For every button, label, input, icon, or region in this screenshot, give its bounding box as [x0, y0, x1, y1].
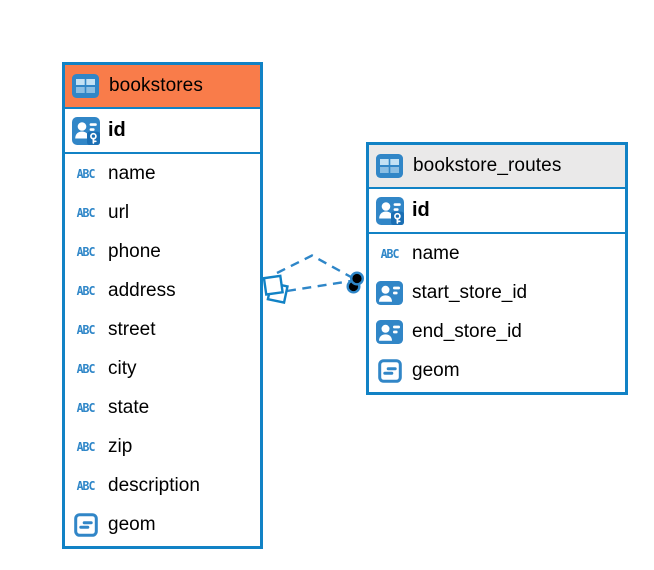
- text-type-icon: ABC: [76, 361, 96, 376]
- column-row-id[interactable]: id: [369, 189, 625, 234]
- column-row-url[interactable]: ABC url: [65, 193, 260, 232]
- column-name: street: [108, 318, 156, 340]
- table-icon: [375, 154, 404, 178]
- text-type-icon: ABC: [76, 400, 96, 415]
- column-name: name: [412, 242, 460, 264]
- column-row-name[interactable]: ABC name: [65, 154, 260, 193]
- column-row-phone[interactable]: ABC phone: [65, 232, 260, 271]
- column-name: city: [108, 357, 137, 379]
- column-name: id: [108, 119, 126, 141]
- column-row-zip[interactable]: ABC zip: [65, 427, 260, 466]
- table-header-bookstores[interactable]: bookstores: [65, 65, 260, 109]
- column-row-description[interactable]: ABC description: [65, 466, 260, 505]
- text-type-icon: ABC: [76, 166, 96, 181]
- geometry-type-icon: [375, 358, 404, 383]
- column-row-start_store_id[interactable]: start_store_id: [369, 273, 625, 312]
- column-name: address: [108, 279, 176, 301]
- text-type-icon: ABC: [76, 205, 96, 220]
- relation-source-marker[interactable]: [262, 274, 289, 305]
- text-type-icon: ABC: [76, 283, 96, 298]
- column-name: start_store_id: [412, 281, 528, 303]
- column-name: description: [108, 474, 200, 496]
- column-row-address[interactable]: ABC address: [65, 271, 260, 310]
- column-row-geom[interactable]: geom: [65, 505, 260, 544]
- text-type-icon: ABC: [380, 246, 400, 261]
- geometry-type-icon: [71, 512, 100, 537]
- text-type-icon: ABC: [76, 322, 96, 337]
- column-name: id: [412, 199, 430, 221]
- column-row-id[interactable]: id: [65, 109, 260, 154]
- column-name: end_store_id: [412, 320, 522, 342]
- text-type-icon: ABC: [76, 478, 96, 493]
- relation-line-start-store-id[interactable]: [286, 279, 352, 293]
- column-name: state: [108, 396, 150, 418]
- person-reference-icon: [375, 319, 404, 344]
- table-header-bookstore-routes[interactable]: bookstore_routes: [369, 145, 625, 189]
- person-key-icon: [375, 196, 404, 225]
- person-reference-icon: [375, 280, 404, 305]
- text-type-icon: ABC: [76, 244, 96, 259]
- column-name: geom: [412, 359, 460, 381]
- column-row-name[interactable]: ABC name: [369, 234, 625, 273]
- column-row-geom[interactable]: geom: [369, 351, 625, 390]
- column-row-city[interactable]: ABC city: [65, 349, 260, 388]
- column-name: phone: [108, 240, 161, 262]
- text-type-icon: ABC: [76, 439, 96, 454]
- column-row-street[interactable]: ABC street: [65, 310, 260, 349]
- relation-target-dots[interactable]: [346, 271, 365, 294]
- table-icon: [71, 74, 100, 98]
- column-name: url: [108, 201, 130, 223]
- column-name: zip: [108, 435, 133, 457]
- person-key-icon: [71, 116, 100, 145]
- column-name: geom: [108, 513, 156, 535]
- table-title: bookstore_routes: [413, 155, 562, 176]
- column-name: name: [108, 162, 156, 184]
- relation-line-end-store-id[interactable]: [276, 254, 352, 279]
- table-title: bookstores: [109, 75, 203, 96]
- column-row-state[interactable]: ABC state: [65, 388, 260, 427]
- column-row-end_store_id[interactable]: end_store_id: [369, 312, 625, 351]
